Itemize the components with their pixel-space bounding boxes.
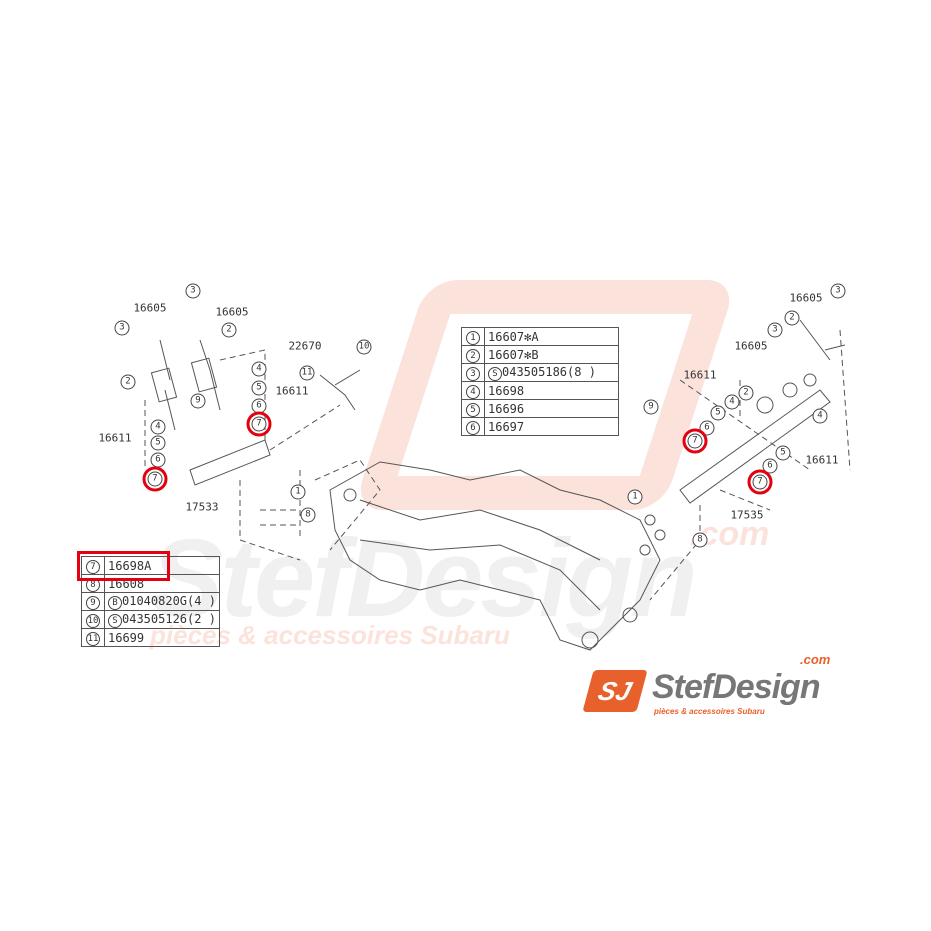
part-label: 16611 [98,431,132,445]
callout: 2 [784,310,800,326]
stefdesign-logo: SJ StefDesign .com pièces & accessoires … [582,653,858,720]
part-label: 16611 [805,453,839,467]
callout: 8 [300,507,316,523]
part-label: 16611 [683,368,717,382]
part-label: 16605 [734,339,768,353]
part-number: 16697 [488,419,525,434]
part-number: 16607✻A [488,329,539,344]
part-label: 17535 [730,508,764,522]
callout: 4 [724,394,740,410]
item-number: 5 [466,402,480,417]
callout: 3 [830,283,846,299]
logo-name: StefDesign [652,668,821,706]
callout: 6 [251,398,267,414]
callout: 3 [185,283,201,299]
part-number: 16698 [488,383,525,398]
item-number: 7 [86,559,100,574]
part-label: 16611 [275,384,309,398]
right-fuel-rail [679,389,831,504]
part-number: 16607✻B [488,347,539,362]
callout: 9 [190,393,206,409]
callout-highlighted: 7 [246,411,272,437]
part-number: 16698A [108,558,152,573]
callout: 2 [221,322,237,338]
callout: 6 [150,452,166,468]
callout: 4 [150,419,166,435]
callout: 6 [699,420,715,436]
callout: 11 [299,365,315,381]
callout: 3 [767,322,783,338]
fastener-type-icon: S [488,366,502,381]
logo-tagline: pièces & accessoires Subaru [654,707,765,716]
parts-table-row: 6 16697 [461,417,619,436]
part-label: 22670 [288,339,322,353]
parts-table-row: 11 16699 [81,628,220,647]
callout: 10 [356,339,372,355]
part-label: 16605 [133,301,167,315]
callout: 3 [114,320,130,336]
callout: 5 [775,445,791,461]
item-number: 9 [86,595,100,610]
callout-highlighted: 7 [142,466,168,492]
item-number: 4 [466,384,480,399]
callout: 5 [710,405,726,421]
part-number: 01040820G(4 ) [122,593,216,608]
part-label: 16605 [215,305,249,319]
part-number: 16696 [488,401,525,416]
part-number: 043505126(2 ) [122,611,216,626]
callout: 4 [812,408,828,424]
parts-table-row: 1 16607✻A [461,327,619,346]
parts-table-row: 5 16696 [461,399,619,418]
callout: 6 [762,458,778,474]
item-number: 2 [466,348,480,363]
callout-highlighted: 7 [682,428,708,454]
callout: 5 [251,380,267,396]
parts-table-row: 7 16698A [81,556,220,575]
parts-table-row: 4 16698 [461,381,619,400]
callout: 8 [692,532,708,548]
callout: 1 [627,489,643,505]
callout: 2 [120,374,136,390]
left-fuel-rail [189,439,271,486]
item-number: 3 [466,366,480,381]
highlight-box-16698A [77,551,170,581]
fastener-type-icon: B [108,595,122,610]
item-number: 11 [86,631,100,646]
fastener-type-icon: S [108,613,122,628]
part-number: 16699 [108,630,145,645]
item-number: 6 [466,420,480,435]
item-number: 10 [86,613,100,628]
logo-domain: .com [800,652,831,667]
callout: 4 [251,361,267,377]
intake-manifold [329,461,661,651]
callout: 2 [738,385,754,401]
callout: 5 [150,435,166,451]
callout-highlighted: 7 [747,469,773,495]
part-number: 043505186(8 ) [502,364,596,379]
parts-table-row: 2 16607✻B [461,345,619,364]
item-number: 1 [466,330,480,345]
callout: 9 [643,399,659,415]
part-label: 16605 [789,291,823,305]
logo-mark: SJ [582,670,648,712]
part-label: 17533 [185,500,219,514]
callout: 1 [290,484,306,500]
